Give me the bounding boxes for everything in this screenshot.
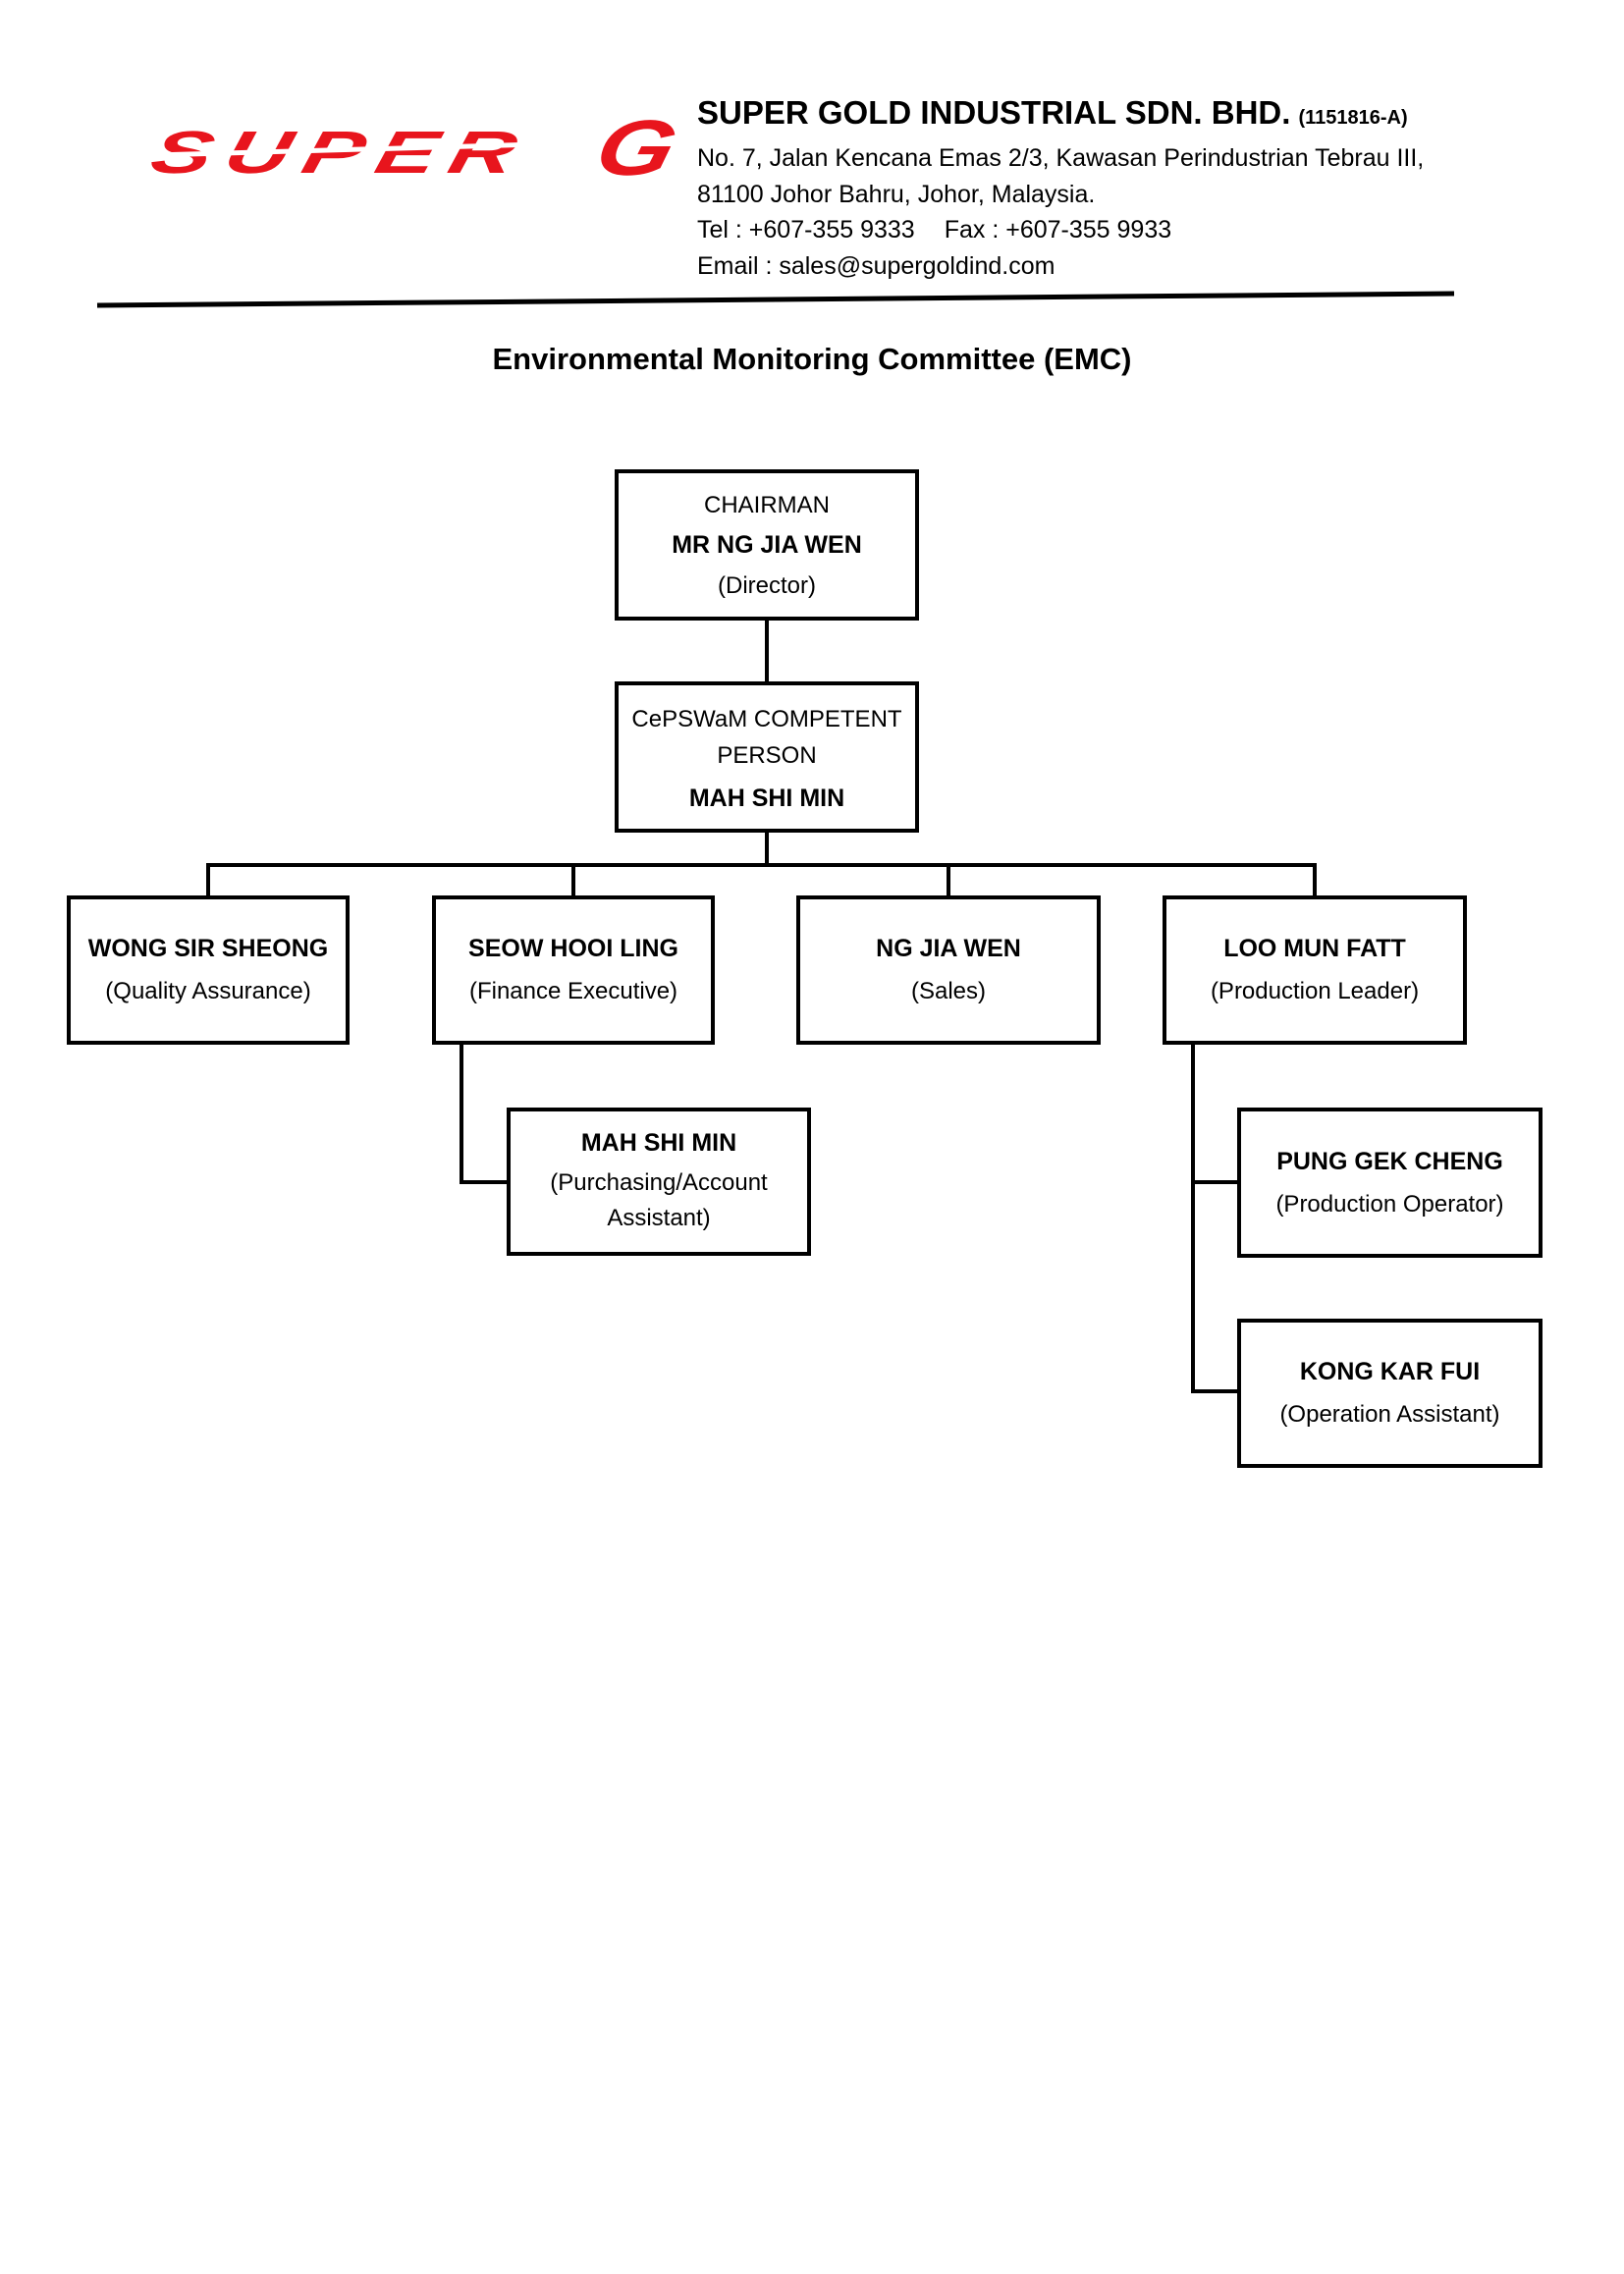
competent-person-name: MAH SHI MIN [688,785,845,812]
competent-person-title: CePSWaM COMPETENT PERSON [631,706,902,769]
member-role: (Production Leader) [1210,978,1420,1004]
member-name: WONG SIR SHEONG [87,935,329,962]
box-production-leader: LOO MUN FATT (Production Leader) [1163,895,1467,1045]
member-role: (Operation Assistant) [1279,1401,1500,1428]
box-production-operator: PUNG GEK CHENG (Production Operator) [1237,1108,1543,1258]
member-role: (Sales) [910,978,987,1004]
box-competent-person: CePSWaM COMPETENT PERSON MAH SHI MIN [615,681,919,833]
contact-line: Tel : +607-355 9333 Fax : +607-355 9933 [697,212,1424,248]
box-operation-assistant: KONG KAR FUI (Operation Assistant) [1237,1319,1543,1468]
address-line-1: No. 7, Jalan Kencana Emas 2/3, Kawasan P… [697,144,1425,172]
member-name: LOO MUN FATT [1223,935,1406,962]
member-role: (Quality Assurance) [105,978,311,1004]
email-text: Email : sales@supergoldind.com [697,251,1056,280]
fax-text: Fax : +607-355 9933 [944,216,1172,244]
company-registration-number: (1151816-A) [1298,107,1408,129]
box-sales: NG JIA WEN (Sales) [796,895,1101,1045]
company-name-text: SUPER GOLD INDUSTRIAL SDN. BHD. [697,94,1291,131]
member-role: (Production Operator) [1275,1190,1504,1218]
chairman-title: CHAIRMAN [703,491,830,518]
tel-text: Tel : +607-355 9333 [697,216,915,244]
company-name: SUPER GOLD INDUSTRIAL SDN. BHD. (1151816-… [697,94,1424,132]
company-info: SUPER GOLD INDUSTRIAL SDN. BHD. (1151816-… [697,94,1424,284]
box-finance-executive: SEOW HOOI LING (Finance Executive) [432,895,715,1045]
member-name: SEOW HOOI LING [468,935,678,962]
member-name: MAH SHI MIN [580,1128,737,1157]
box-purchasing-account-assistant: MAH SHI MIN (Purchasing/Account Assistan… [507,1108,811,1256]
member-name: KONG KAR FUI [1299,1358,1481,1385]
header-divider-line [96,291,1455,308]
chairman-name: MR NG JIA WEN [672,530,862,559]
page-title: Environmental Monitoring Committee (EMC) [492,342,1132,376]
logo-g-text: G [587,104,686,191]
address-line-2: 81100 Johor Bahru, Johor, Malaysia. [697,180,1096,208]
member-name: NG JIA WEN [876,935,1021,962]
connector-elbow-purchasing-assistant [460,1045,509,1184]
member-role: (Finance Executive) [468,978,678,1004]
box-chairman: CHAIRMAN MR NG JIA WEN (Director) [615,469,919,621]
chairman-role: (Director) [718,571,816,599]
box-quality-assurance: WONG SIR SHEONG (Quality Assurance) [67,895,350,1045]
member-role: (Purchasing/Account Assistant) [550,1168,768,1231]
member-name: PUNG GEK CHENG [1276,1147,1503,1175]
company-address: No. 7, Jalan Kencana Emas 2/3, Kawasan P… [697,140,1424,284]
super-g-logo: SUPER G [144,104,685,191]
